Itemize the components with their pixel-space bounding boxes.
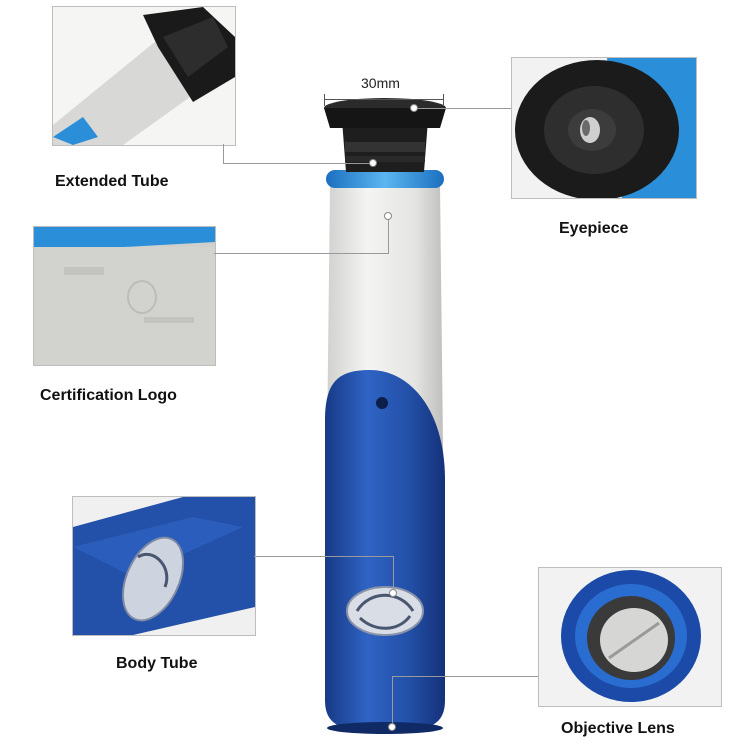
- leader-objective-lens-h: [392, 676, 538, 677]
- inset-body-tube: [72, 496, 256, 636]
- dimension-line-right: [443, 94, 444, 106]
- leader-extended-tube-h: [223, 163, 373, 164]
- dimension-label: 30mm: [361, 75, 400, 91]
- label-body-tube: Body Tube: [116, 655, 198, 672]
- label-objective-lens: Objective Lens: [561, 720, 675, 737]
- blue-ring: [326, 170, 444, 188]
- leader-eyepiece-h: [415, 108, 511, 109]
- inset-eyepiece: [511, 57, 697, 199]
- label-eyepiece: Eyepiece: [559, 220, 629, 237]
- leader-dot-extended-tube: [369, 159, 377, 167]
- leader-dot-eyepiece: [410, 104, 418, 112]
- inset-extended-tube: [52, 6, 236, 146]
- product-monocular: [324, 98, 446, 734]
- leader-body-tube-v: [393, 556, 394, 592]
- leader-body-tube-h: [254, 556, 393, 557]
- leader-certification-logo-v: [388, 218, 389, 254]
- label-certification-logo: Certification Logo: [40, 387, 177, 404]
- leader-dot-body-tube: [389, 589, 397, 597]
- leader-certification-logo-h: [214, 253, 388, 254]
- body-blue: [325, 370, 445, 732]
- leader-objective-lens-v: [392, 676, 393, 726]
- leader-dot-certification-logo: [384, 212, 392, 220]
- dimension-line: [324, 99, 444, 100]
- inset-certification-logo: [33, 226, 216, 366]
- label-extended-tube: Extended Tube: [55, 173, 169, 190]
- dimension-line-left: [324, 94, 325, 106]
- inset-objective-lens: [538, 567, 722, 707]
- leader-dot-objective-lens: [388, 723, 396, 731]
- leader-extended-tube-v: [223, 144, 224, 164]
